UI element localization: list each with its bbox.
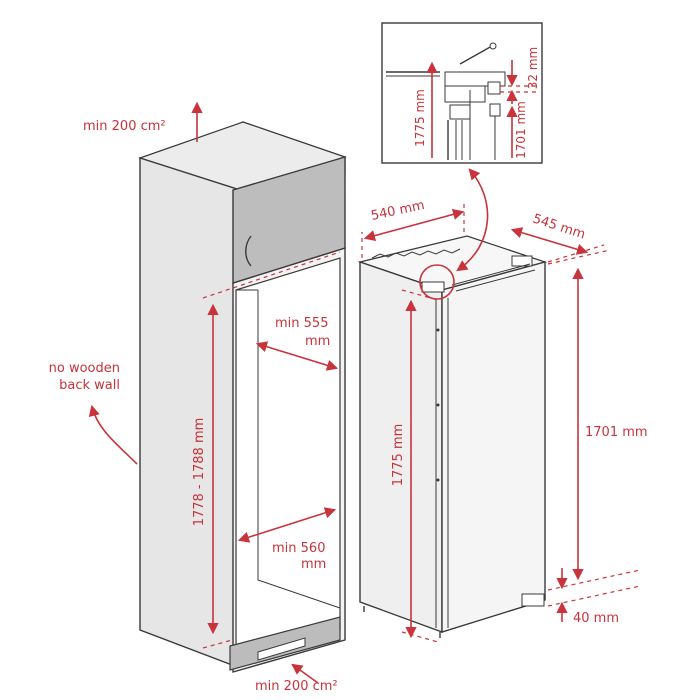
base-gap-label: 40 mm: [573, 611, 619, 626]
vent-top-label: min 200 cm²: [83, 119, 166, 134]
no-wooden-label-line2: back wall: [59, 378, 120, 393]
min-width-bottom-label-1: min 560: [272, 541, 325, 556]
detail-marker-circle: [419, 264, 455, 300]
min-width-bottom-label-2: mm: [301, 557, 326, 572]
detail-link-arrow: [456, 168, 489, 272]
fridge-illustration: [357, 235, 548, 638]
vent-bottom-arrow: [291, 663, 319, 684]
vent-bottom-label: min 200 cm²: [255, 679, 338, 694]
min-width-bottom-dimension: [237, 507, 337, 543]
niche-height-label: 1778 - 1788 mm: [192, 418, 207, 527]
detail-hinge-label: 1701 mm: [514, 101, 528, 159]
detail-top-label: 32 mm: [526, 47, 540, 89]
height-label: 1775 mm: [391, 424, 406, 487]
width-dimension: [363, 208, 465, 242]
depth-dimension: [510, 227, 589, 255]
hinge-height-label: 1701 mm: [585, 425, 648, 440]
no-wooden-arrow: [88, 404, 138, 465]
min-width-top-label-1: min 555: [275, 316, 328, 331]
detail-total-label: 1775 mm: [413, 89, 427, 147]
width-label: 540 mm: [370, 198, 426, 224]
no-wooden-label-line1: no wooden: [49, 361, 120, 376]
min-width-top-dimension: [255, 341, 339, 371]
cabinet-illustration: [138, 121, 347, 673]
min-width-top-label-2: mm: [305, 334, 330, 349]
handle-icon: [245, 235, 252, 267]
